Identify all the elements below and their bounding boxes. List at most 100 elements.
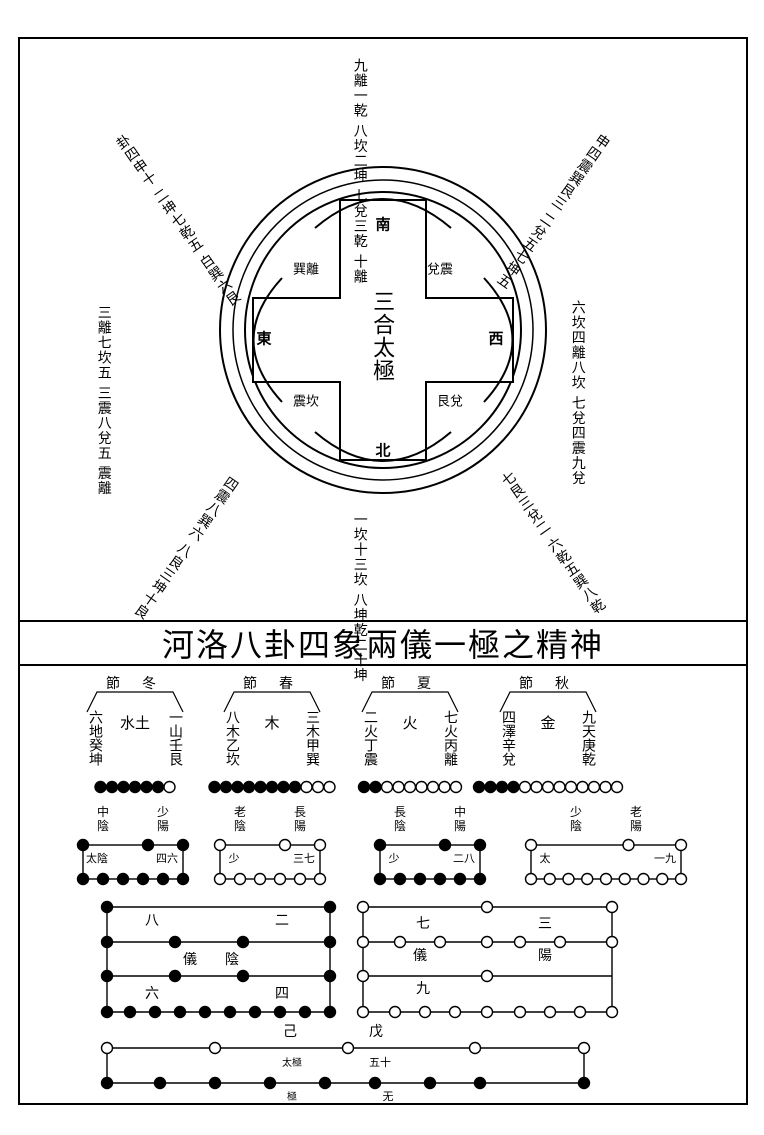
season-left: 六地癸坤	[87, 710, 103, 766]
season-bracket	[223, 691, 321, 713]
yin-dot	[236, 935, 250, 949]
yin-dot	[173, 1005, 187, 1019]
yin-dot	[236, 969, 250, 983]
yin-dot	[168, 969, 182, 983]
xiang-dot	[373, 872, 387, 886]
season-right: 三木甲巽	[304, 710, 320, 766]
xiang-top-left: 長	[394, 805, 406, 819]
yang-dot	[480, 1005, 494, 1019]
season-dot	[415, 780, 428, 794]
yin-dot	[248, 1005, 262, 1019]
yin-dot	[100, 900, 114, 914]
xiang-top-left: 陰	[234, 819, 246, 833]
page-title: 河洛八卦四象兩儀一極之精神	[161, 626, 604, 664]
xiang-dot	[438, 838, 452, 852]
yin-dot	[298, 1005, 312, 1019]
season-dot	[140, 780, 153, 794]
taiji-dot	[368, 1076, 382, 1090]
season-center: 木	[264, 714, 279, 732]
yang-label: 儀	[413, 948, 427, 964]
yang-label: 陽	[538, 948, 552, 964]
xiang-dot	[543, 872, 556, 886]
xiang-dot	[524, 872, 538, 886]
taiji-dot	[473, 1076, 487, 1090]
season-dot	[357, 780, 371, 794]
xiang-top-right: 少	[157, 805, 169, 819]
xiang-top-right: 老	[630, 805, 642, 819]
yin-dot	[100, 935, 114, 949]
xiang-dot	[393, 872, 407, 886]
yang-dot	[605, 935, 619, 949]
season-center: 水土	[120, 714, 150, 732]
yang-dot	[433, 935, 447, 949]
taiji-dot	[263, 1076, 277, 1090]
outer-text-left: 三離七坎五 三震八兌五 震離	[95, 305, 112, 496]
yin-dot	[223, 1005, 237, 1019]
xiang-top-right: 陽	[294, 819, 306, 833]
taiji-dot	[468, 1041, 482, 1055]
taiji-dot	[577, 1041, 591, 1055]
xiang-inner-right: 三七	[293, 852, 315, 865]
season-dot	[369, 780, 382, 794]
xiang-dot	[433, 872, 447, 886]
season-dot	[254, 780, 267, 794]
xiang-dot	[562, 872, 575, 886]
season-dot	[208, 780, 221, 794]
xiang-dot	[156, 872, 170, 886]
inner-south: 南	[375, 215, 391, 234]
yang-label: 七	[416, 916, 430, 932]
yin-label: 四	[275, 986, 289, 1002]
yang-dot	[356, 900, 370, 914]
yin-dot	[273, 1005, 287, 1019]
season-dot	[219, 780, 233, 794]
yin-dot	[168, 935, 182, 949]
xiang-dot	[213, 838, 227, 852]
xiang-box	[379, 844, 481, 880]
season-dot	[277, 780, 290, 794]
wu-char: 无	[383, 1090, 394, 1103]
center-label: 三合太極	[369, 290, 395, 382]
season-bracket	[361, 691, 459, 713]
xiang-inner-left: 太	[540, 852, 551, 865]
xiang-dot	[176, 872, 190, 886]
xiang-top-right: 中	[454, 804, 466, 819]
xiang-box	[82, 844, 184, 880]
season-dot	[553, 780, 566, 794]
season-jie: 節	[106, 675, 120, 692]
xiang-dot	[581, 872, 594, 886]
season-dot	[288, 780, 302, 794]
season-right: 七火丙離	[442, 710, 458, 766]
inner-ne: 兌震	[426, 262, 454, 278]
season-dot	[472, 780, 486, 794]
season-dot	[507, 780, 520, 794]
xiang-top-right: 陽	[630, 819, 642, 833]
xiang-dot	[278, 838, 292, 852]
season-dot	[426, 780, 440, 794]
yin-dot	[100, 969, 114, 983]
xiang-top-left: 老	[234, 805, 246, 819]
xiang-dot	[373, 838, 387, 852]
inner-west: 西	[488, 329, 504, 348]
yang-dot	[448, 1005, 462, 1019]
xiang-inner-right: 二八	[453, 852, 475, 865]
yang-dot	[480, 935, 494, 949]
yang-label: 九	[416, 981, 430, 997]
xiang-dot	[76, 872, 90, 886]
ji-char: 極	[287, 1090, 297, 1103]
title-band: 河洛八卦四象兩儀一極之精神	[18, 620, 748, 666]
taiji-dot	[100, 1041, 114, 1055]
season-dot	[231, 780, 244, 794]
xiang-top-left: 陰	[97, 819, 109, 833]
xiang-inner-left: 太陰	[86, 851, 108, 865]
season-dot	[599, 780, 612, 794]
taiji-dot	[423, 1076, 437, 1090]
xiang-dot	[233, 872, 247, 886]
east-arc	[252, 277, 283, 403]
xiang-top-right: 長	[294, 805, 306, 819]
yang-dot	[553, 935, 567, 949]
yin-dot	[148, 1005, 162, 1019]
season-bracket	[499, 691, 597, 713]
season-dot	[587, 780, 601, 794]
yang-dot	[513, 935, 527, 949]
